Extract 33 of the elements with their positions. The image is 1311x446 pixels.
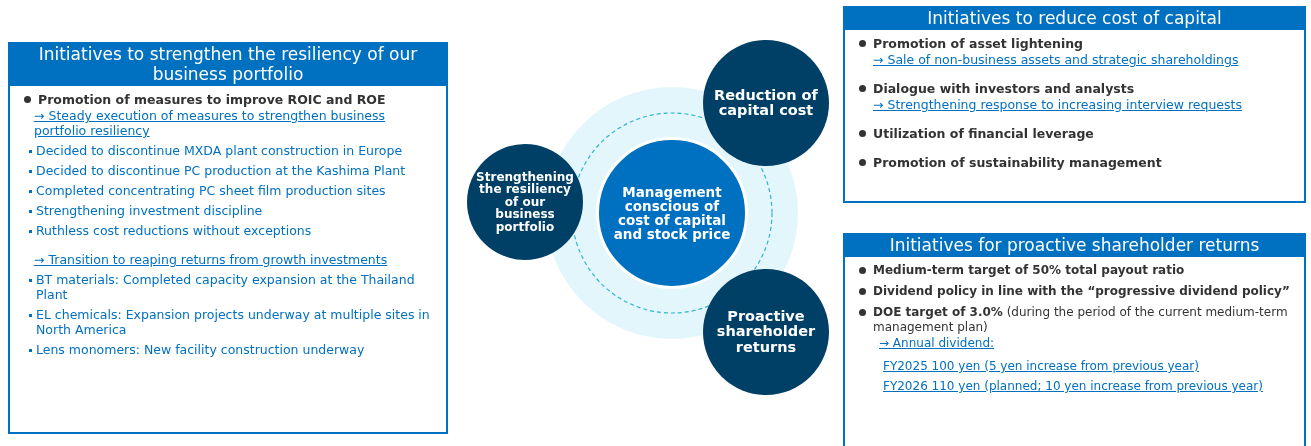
circle-label: Management conscious of cost of capital and stock price [612, 184, 732, 242]
list-item: EL chemicals: Expansion projects underway at multiple sites in North America [10, 307, 440, 337]
list-item: Strengthening investment discipline [10, 203, 440, 218]
info-panel [8, 42, 448, 434]
circle-label: Proactive shareholder returns [715, 309, 817, 355]
info-panel [843, 6, 1306, 203]
underlined-text: → Annual dividend: [878, 336, 996, 351]
list-item: Completed concentrating PC sheet film production sites [10, 183, 440, 198]
panel-heading: Initiatives for proactive shareholder returns [843, 233, 1306, 257]
underlined-text: → Transition to reaping returns from growth investments [33, 252, 389, 267]
panel-heading: Initiatives to strengthen the resiliency of our business portfolio [8, 42, 448, 86]
list-item: Decided to discontinue PC production at the Kashima Plant [10, 163, 440, 178]
underlined-text: → Steady execution of measures to strengthen business portfolio resiliency [33, 108, 387, 138]
list-item: Ruthless cost reductions without exceptions [10, 223, 440, 238]
bullet-item: Medium-term target of 50% total payout ratio [845, 263, 1298, 278]
panel-heading: Initiatives to reduce cost of capital [843, 6, 1306, 30]
list-item: Decided to discontinue MXDA plant construction in Europe [10, 143, 440, 158]
list-item: BT materials: Completed capacity expansion at the Thailand Plant [10, 272, 440, 302]
circle-label: Reduction of capital cost [713, 87, 819, 119]
underlined-text: → Sale of non-business assets and strategic shareholdings [872, 52, 1240, 67]
bullet-item: Dialogue with investors and analysts [845, 81, 1298, 96]
info-panel [843, 233, 1306, 446]
list-item: Lens monomers: New facility construction underway [10, 342, 440, 357]
bullet-item: Promotion of sustainability management [845, 155, 1298, 170]
bullet-item: Promotion of measures to improve ROIC and ROE [10, 92, 440, 107]
bullet-item: Dividend policy in line with the “progressive dividend policy” [845, 284, 1298, 299]
underlined-text: FY2025 100 yen (5 yen increase from previous year) [882, 359, 1200, 374]
bullet-item: Promotion of asset lightening [845, 36, 1298, 51]
underlined-text: → Strengthening response to increasing interview requests [872, 97, 1243, 112]
bullet-item: DOE target of 3.0% (during the period of the current medium-term management plan) [845, 305, 1298, 335]
underlined-text: FY2026 110 yen (planned; 10 yen increase from previous year) [882, 379, 1264, 394]
circle-label: Strengthening the resiliency of our business portfolio [475, 170, 575, 234]
bullet-item: Utilization of financial leverage [845, 126, 1298, 141]
